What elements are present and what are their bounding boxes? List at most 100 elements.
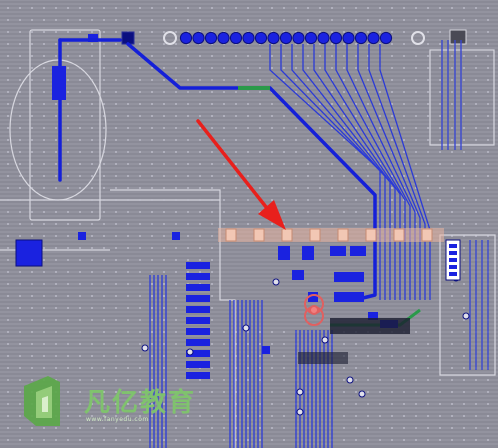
grid-dot <box>79 127 81 129</box>
grid-dot <box>91 271 93 273</box>
grid-dot <box>43 331 45 333</box>
grid-dot <box>259 151 261 153</box>
grid-dot <box>331 187 333 189</box>
grid-dot <box>91 43 93 45</box>
grid-dot <box>91 379 93 381</box>
grid-dot <box>403 79 405 81</box>
grid-dot <box>55 103 57 105</box>
grid-dot <box>67 187 69 189</box>
grid-dot <box>403 7 405 9</box>
grid-dot <box>151 235 153 237</box>
grid-dot <box>427 331 429 333</box>
grid-dot <box>367 427 369 429</box>
grid-dot <box>427 19 429 21</box>
grid-dot <box>163 259 165 261</box>
grid-dot <box>139 43 141 45</box>
grid-dot <box>79 295 81 297</box>
grid-dot <box>415 103 417 105</box>
grid-dot <box>127 19 129 21</box>
grid-dot <box>103 439 105 441</box>
grid-dot <box>403 427 405 429</box>
grid-dot <box>439 187 441 189</box>
dark-pour <box>330 318 410 334</box>
grid-dot <box>319 127 321 129</box>
grid-dot <box>187 7 189 9</box>
grid-dot <box>211 127 213 129</box>
grid-dot <box>115 319 117 321</box>
grid-dot <box>331 175 333 177</box>
grid-dot <box>127 319 129 321</box>
grid-dot <box>235 55 237 57</box>
grid-dot <box>427 55 429 57</box>
grid-dot <box>31 319 33 321</box>
grid-dot <box>487 175 489 177</box>
grid-dot <box>67 355 69 357</box>
grid-dot <box>79 247 81 249</box>
header-pad <box>229 31 243 45</box>
grid-dot <box>259 67 261 69</box>
footprint-pad <box>186 295 210 302</box>
grid-dot <box>259 391 261 393</box>
grid-dot <box>223 103 225 105</box>
grid-dot <box>295 67 297 69</box>
grid-dot <box>319 67 321 69</box>
grid-dot <box>391 391 393 393</box>
grid-dot <box>283 7 285 9</box>
grid-dot <box>199 91 201 93</box>
grid-dot <box>19 139 21 141</box>
grid-dot <box>271 415 273 417</box>
header-pad <box>217 31 230 45</box>
grid-dot <box>175 403 177 405</box>
grid-dot <box>103 67 105 69</box>
grid-dot <box>247 127 249 129</box>
grid-dot <box>271 67 273 69</box>
grid-dot <box>271 103 273 105</box>
band-pad <box>393 228 405 242</box>
grid-dot <box>55 295 57 297</box>
grid-dot <box>55 55 57 57</box>
header-pad <box>242 31 255 45</box>
grid-dot <box>103 391 105 393</box>
grid-dot <box>91 31 93 33</box>
grid-dot <box>367 403 369 405</box>
grid-dot <box>103 319 105 321</box>
grid-dot <box>475 43 477 45</box>
grid-dot <box>355 187 357 189</box>
grid-dot <box>115 379 117 381</box>
mount-hole <box>411 31 425 45</box>
grid-dot <box>19 391 21 393</box>
band-pad <box>281 228 293 242</box>
grid-dot <box>475 7 477 9</box>
grid-dot <box>247 103 249 105</box>
grid-dot <box>211 403 213 405</box>
grid-dot <box>115 7 117 9</box>
grid-dot <box>31 67 33 69</box>
grid-dot <box>391 55 393 57</box>
grid-dot <box>55 283 57 285</box>
grid-dot <box>127 391 129 393</box>
grid-dot <box>43 199 45 201</box>
grid-dot <box>163 175 165 177</box>
grid-dot <box>31 307 33 309</box>
grid-dot <box>43 295 45 297</box>
grid-dot <box>19 163 21 165</box>
grid-dot <box>67 67 69 69</box>
grid-dot <box>175 175 177 177</box>
grid-dot <box>199 115 201 117</box>
thin-trace <box>313 44 401 300</box>
grid-dot <box>475 379 477 381</box>
grid-dot <box>127 223 129 225</box>
grid-dot <box>427 211 429 213</box>
component-pad <box>302 246 314 260</box>
watermark-brand-text: 凡亿教育 <box>84 388 197 418</box>
grid-dot <box>31 115 33 117</box>
grid-dot <box>91 391 93 393</box>
grid-dot <box>271 439 273 441</box>
grid-dot <box>115 79 117 81</box>
grid-dot <box>79 115 81 117</box>
grid-dot <box>7 235 9 237</box>
grid-dot <box>43 355 45 357</box>
grid-dot <box>439 415 441 417</box>
